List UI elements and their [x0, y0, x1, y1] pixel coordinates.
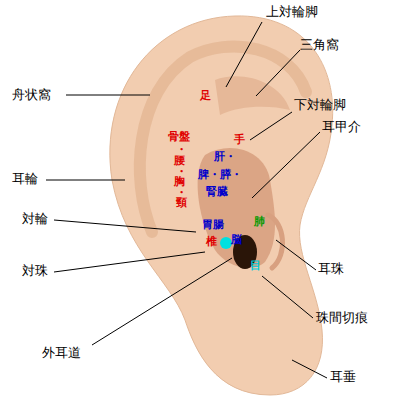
- tragus: [268, 215, 283, 268]
- part-label: 上対輪脚: [266, 5, 318, 19]
- point-label: 肝・: [214, 151, 236, 163]
- ear-outline: [110, 16, 333, 395]
- point-label: 脳: [231, 234, 242, 246]
- part-label: 舟状窩: [12, 88, 51, 102]
- part-label: 耳珠: [318, 262, 344, 276]
- part-label: 耳輪: [12, 172, 38, 186]
- part-label: 外耳道: [42, 346, 81, 360]
- part-label: 珠間切痕: [316, 311, 368, 325]
- part-label: 耳甲介: [322, 120, 361, 134]
- leader-lines: [46, 22, 327, 378]
- point-label: 腎臓: [206, 186, 228, 198]
- point-label: 肺: [254, 216, 265, 228]
- point-label: 胃腸: [202, 219, 224, 231]
- point-label: 手: [234, 134, 245, 146]
- point-label: 目: [250, 260, 261, 272]
- part-label: 対輪: [22, 212, 48, 226]
- part-label: 対珠: [22, 264, 48, 278]
- point-label: 骨盤: [168, 131, 190, 143]
- part-label: 三角窩: [300, 38, 339, 52]
- part-label: 耳垂: [330, 370, 356, 384]
- triangular-fossa: [215, 76, 290, 115]
- point-label: 椎: [206, 236, 217, 248]
- brain-point: [220, 237, 232, 249]
- part-label: 下対輪脚: [294, 98, 346, 112]
- point-label: 頸: [176, 197, 187, 209]
- point-label: 足: [200, 90, 211, 102]
- concha: [198, 148, 275, 268]
- point-label: 脾・膵・: [198, 169, 242, 181]
